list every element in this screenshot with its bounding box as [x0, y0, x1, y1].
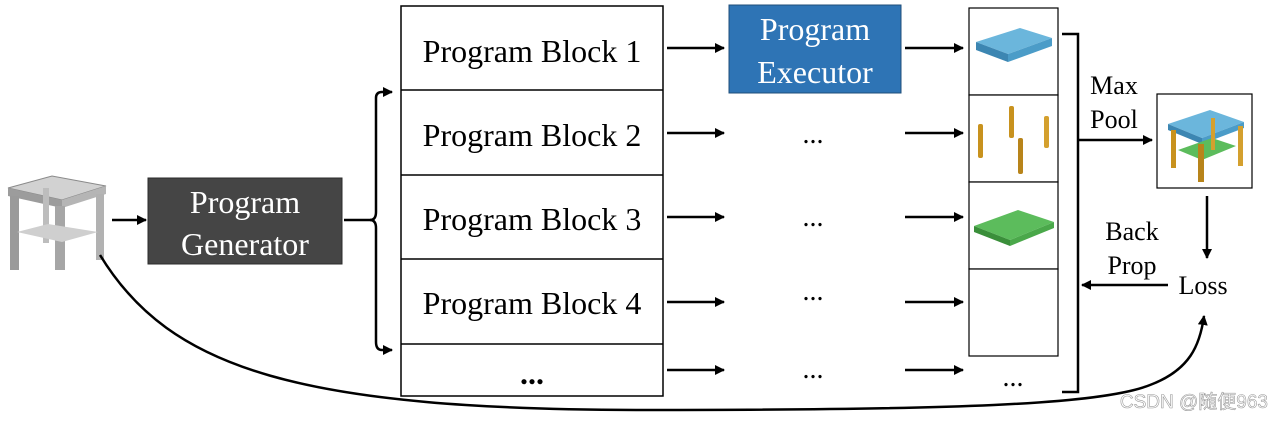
watermark: CSDN @随便963 — [1120, 391, 1268, 413]
blue-tabletop-icon — [976, 28, 1052, 62]
generator-label-line2: Generator — [181, 226, 309, 262]
loss-label: Loss — [1178, 271, 1227, 300]
program-block-4-label: Program Block 4 — [423, 285, 642, 321]
executor-label-line2: Executor — [757, 54, 873, 90]
ellipsis-row-2: ... — [803, 119, 824, 150]
output-column: ... — [968, 7, 1059, 393]
back-prop-label-line2: Prop — [1107, 251, 1156, 280]
max-pool-bracket — [1062, 32, 1080, 394]
ellipsis-row-4: ... — [803, 276, 824, 307]
four-legs-icon — [978, 106, 1049, 174]
ellipsis-row-5: ... — [803, 354, 824, 385]
input-table-icon — [7, 175, 107, 270]
fan-out-brace — [344, 87, 393, 355]
assembled-table-icon — [1168, 110, 1244, 182]
program-executor-box: Program Executor — [728, 4, 902, 94]
program-block-2-label: Program Block 2 — [423, 117, 642, 153]
ellipsis-row-3: ... — [803, 202, 824, 233]
block-arrows — [667, 43, 725, 375]
max-pool-label-line2: Pool — [1090, 105, 1138, 134]
program-block-more-label: ... — [520, 355, 544, 391]
result-table-box — [1156, 93, 1253, 189]
program-block-3-label: Program Block 3 — [423, 201, 642, 237]
output-arrows — [905, 43, 964, 375]
max-pool-label-line1: Max — [1090, 71, 1138, 100]
generator-label-line1: Program — [190, 184, 300, 220]
ground-truth-curve — [98, 254, 1208, 412]
back-prop-label-line1: Back — [1105, 217, 1158, 246]
program-blocks-table: Program Block 1 Program Block 2 Program … — [400, 5, 664, 397]
program-generator-box: Program Generator — [147, 177, 343, 265]
green-shelf-icon — [974, 210, 1054, 246]
output-ellipsis: ... — [1003, 362, 1024, 393]
executor-label-line1: Program — [760, 11, 870, 47]
program-block-1-label: Program Block 1 — [423, 33, 642, 69]
